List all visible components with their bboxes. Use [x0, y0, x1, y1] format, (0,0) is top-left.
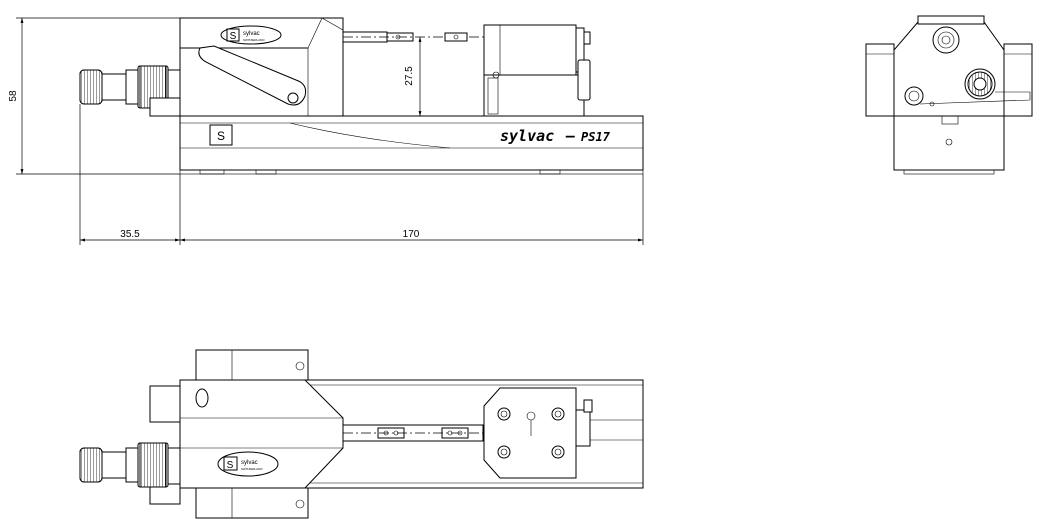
- svg-text:S: S: [227, 460, 234, 471]
- base-front: S sylvac – PS17: [179, 115, 644, 175]
- dim-connector-label: 35.5: [120, 229, 140, 240]
- badge-sub-text: SWITZERLAND: [243, 38, 265, 42]
- dimensions: 58 27.5 35.5 170: [8, 17, 644, 245]
- base-logo-glyph: S: [217, 129, 225, 143]
- dim-travel-label: 27.5: [404, 66, 415, 86]
- svg-text:–: –: [565, 127, 575, 145]
- model-label: PS17: [581, 130, 611, 144]
- front-view: S sylvac SWITZERLAND S sylvac: [79, 17, 644, 175]
- probe-block-front: [483, 24, 591, 117]
- svg-text:SWITZERLAND: SWITZERLAND: [241, 467, 263, 471]
- connector-front: [79, 65, 181, 117]
- dim-height-label: 58: [8, 90, 19, 102]
- plunger-front: [342, 31, 488, 43]
- end-view: [865, 15, 1033, 175]
- housing-front: S sylvac SWITZERLAND: [179, 17, 344, 117]
- badge-logo-glyph: S: [230, 31, 237, 42]
- logo-badge-front: S sylvac SWITZERLAND: [220, 25, 282, 45]
- top-view: S sylvac SWITZERLAND: [79, 349, 644, 519]
- product-name-label: sylvac: [500, 127, 554, 145]
- logo-badge-top: S sylvac SWITZERLAND: [217, 451, 279, 477]
- badge-brand-text: sylvac: [243, 31, 260, 37]
- svg-text:sylvac: sylvac: [241, 460, 258, 466]
- dim-body-label: 170: [403, 229, 420, 240]
